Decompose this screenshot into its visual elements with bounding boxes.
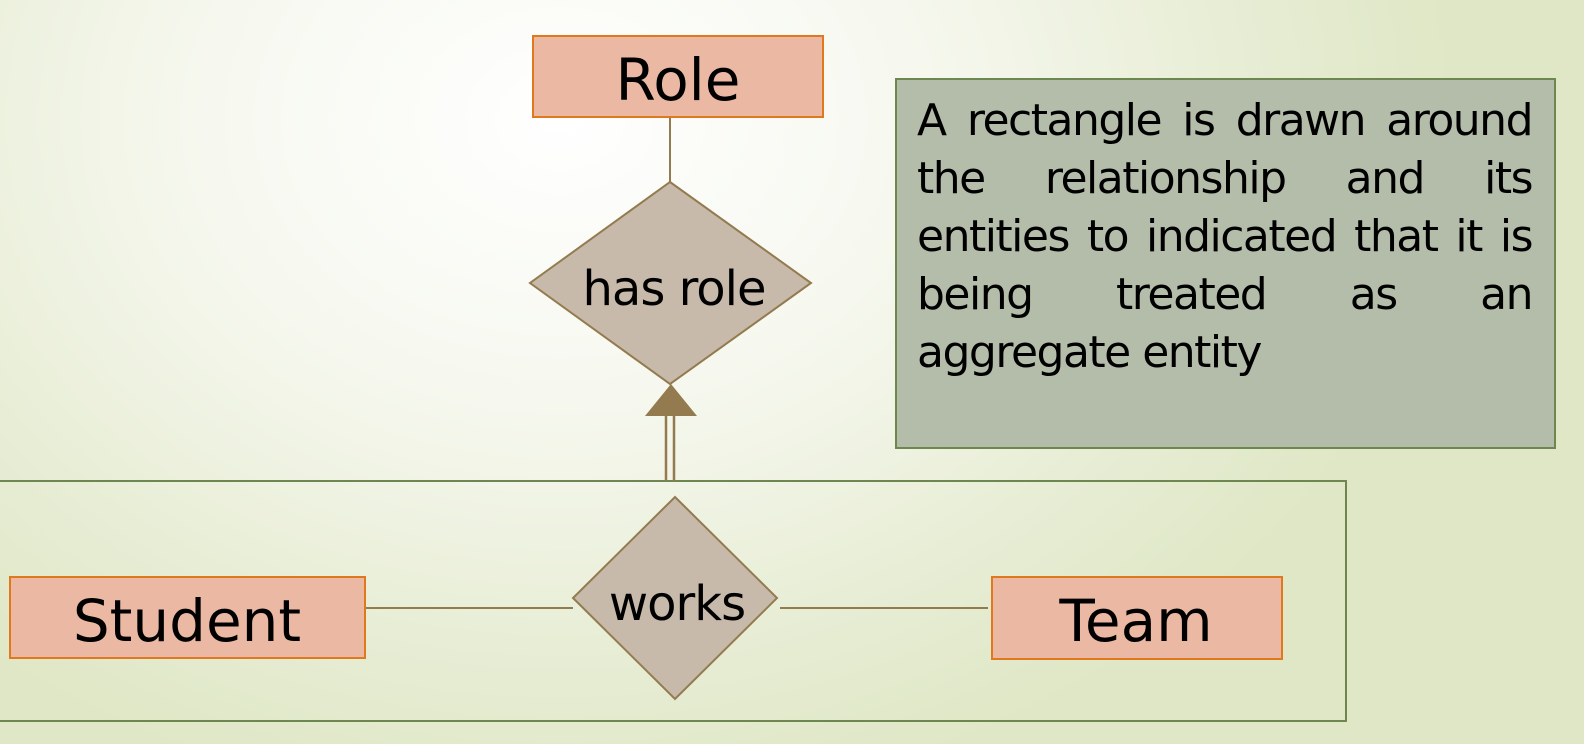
entity-student-label: Student — [73, 587, 301, 655]
relationship-has-role-label: has role — [582, 261, 765, 317]
entity-role[interactable]: Role — [532, 35, 824, 118]
arrowhead-icon — [645, 384, 697, 416]
aggregation-rectangle — [0, 480, 1347, 722]
entity-student[interactable]: Student — [9, 576, 366, 659]
relationship-works-label: works — [609, 576, 745, 632]
relationship-has-role[interactable]: has role — [528, 180, 813, 386]
entity-team[interactable]: Team — [991, 576, 1283, 660]
relationship-works[interactable]: works — [571, 495, 779, 701]
explanation-note-text: A rectangle is drawn around the relation… — [917, 95, 1534, 378]
entity-team-label: Team — [1058, 587, 1212, 655]
aggregate-participation-arrow — [645, 384, 697, 481]
explanation-note: A rectangle is drawn around the relation… — [895, 78, 1556, 449]
entity-role-label: Role — [616, 46, 741, 114]
